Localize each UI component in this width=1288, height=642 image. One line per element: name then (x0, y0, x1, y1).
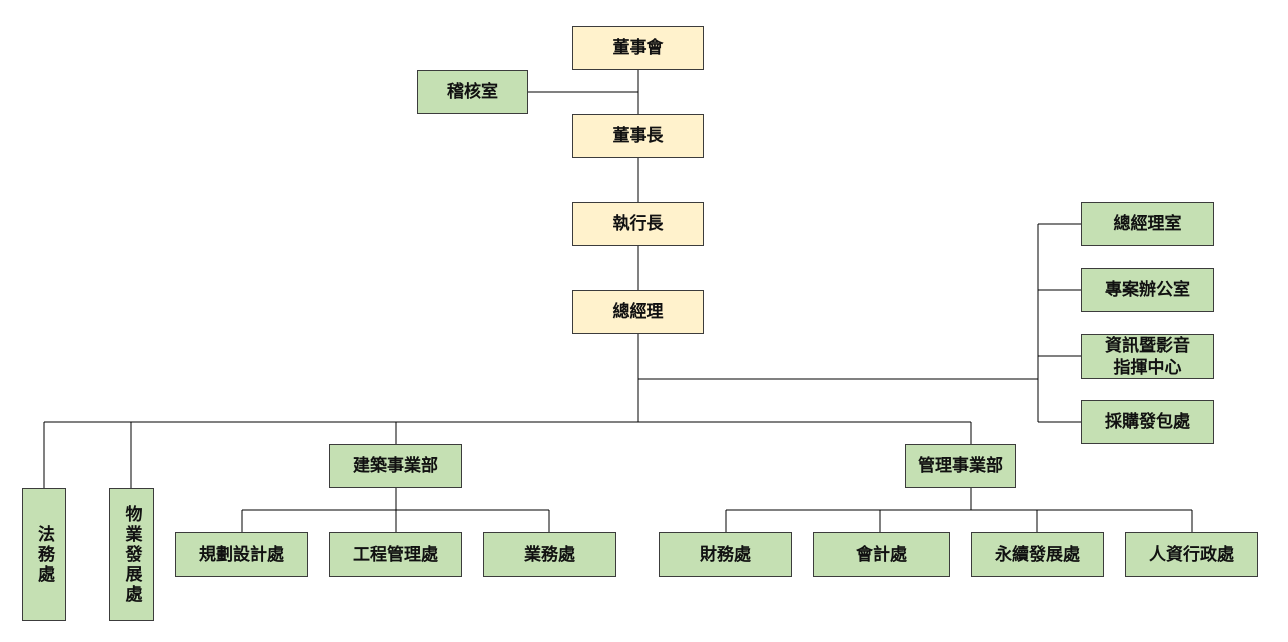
gm-office-box: 總經理室 (1081, 202, 1214, 246)
procurement-label: 採購發包處 (1105, 412, 1190, 432)
project-office-box: 專案辦公室 (1081, 268, 1214, 312)
it-center-box: 資訊暨影音 指揮中心 (1081, 334, 1214, 379)
ceo-box: 執行長 (572, 202, 704, 246)
accounting-label: 會計處 (856, 544, 907, 565)
construction-division-box: 建築事業部 (329, 444, 462, 488)
construction-division-label: 建築事業部 (353, 456, 438, 476)
legal-label: 法務處 (34, 524, 54, 585)
it-center-label-line1: 資訊暨影音 (1105, 335, 1190, 356)
engineering-management-box: 工程管理處 (329, 532, 462, 577)
general-manager-label: 總經理 (612, 302, 664, 322)
sustainability-label: 永續發展處 (995, 544, 1080, 565)
hr-admin-box: 人資行政處 (1125, 532, 1258, 577)
property-development-label: 物業發展處 (121, 504, 142, 605)
accounting-box: 會計處 (813, 532, 950, 577)
it-center-label-line2: 指揮中心 (1113, 357, 1182, 378)
ceo-label: 執行長 (612, 214, 664, 234)
procurement-box: 採購發包處 (1081, 400, 1214, 444)
property-development-box: 物業發展處 (109, 488, 154, 621)
audit-office-label: 稽核室 (447, 82, 498, 102)
business-label: 業務處 (524, 544, 575, 565)
legal-box: 法務處 (22, 488, 66, 621)
engineering-management-label: 工程管理處 (353, 544, 438, 565)
finance-box: 財務處 (659, 532, 792, 577)
general-manager-box: 總經理 (572, 290, 704, 334)
project-office-label: 專案辦公室 (1105, 280, 1190, 300)
sustainability-box: 永續發展處 (971, 532, 1104, 577)
gm-office-label: 總經理室 (1113, 214, 1182, 234)
chairman-label: 董事長 (612, 126, 664, 146)
management-division-box: 管理事業部 (905, 444, 1016, 488)
business-box: 業務處 (483, 532, 616, 577)
planning-design-box: 規劃設計處 (175, 532, 308, 577)
audit-office-box: 稽核室 (417, 70, 528, 114)
finance-label: 財務處 (700, 544, 751, 565)
board-label: 董事會 (612, 38, 664, 58)
hr-admin-label: 人資行政處 (1149, 544, 1234, 565)
chairman-box: 董事長 (572, 114, 704, 158)
planning-design-label: 規劃設計處 (199, 544, 284, 565)
management-division-label: 管理事業部 (918, 456, 1003, 476)
board-box: 董事會 (572, 26, 704, 70)
